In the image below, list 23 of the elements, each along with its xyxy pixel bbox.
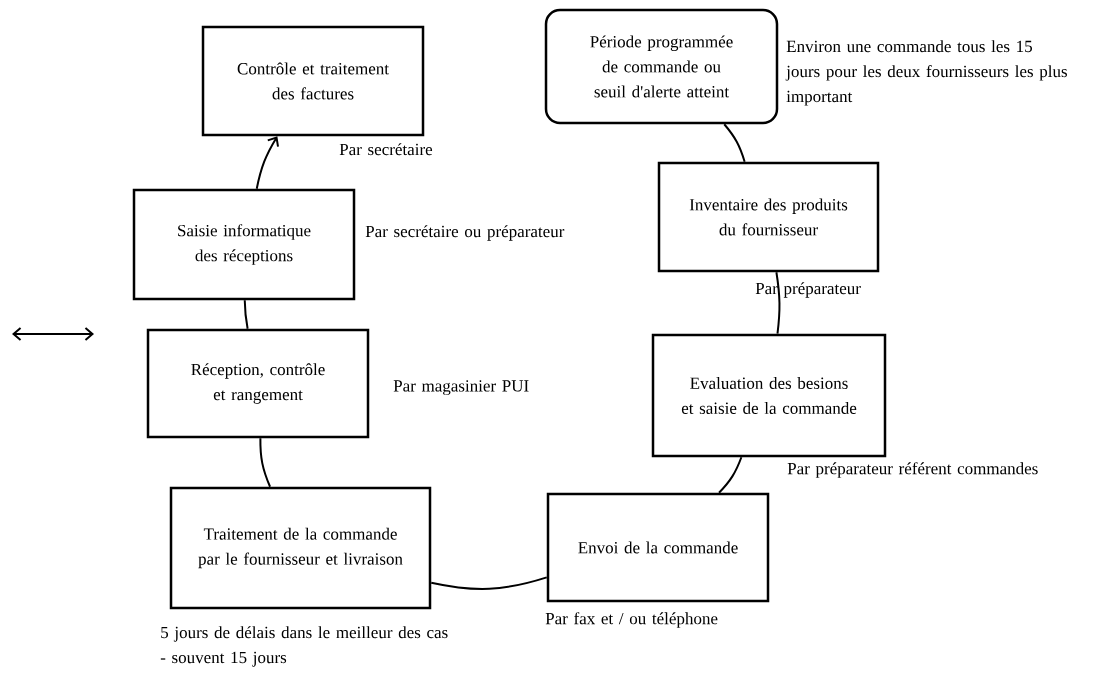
note: Par magasinier PUI [393,380,529,396]
process-box: Inventaire des produits du fournisseur [657,161,880,273]
connector [718,456,743,494]
process-box: Evaluation des besions et saisie de la commande [651,333,887,458]
note: Par fax et / ou téléphone [545,612,718,628]
rounded-box: Période programmée de commande ou seuil d'alerte atteint [544,8,779,125]
connector [259,437,272,488]
note: Par secrétaire ou préparateur [365,225,565,241]
note: Par préparateur [755,282,861,298]
connector [243,299,249,330]
connector [723,123,746,163]
process-box: Saisie informatique des réceptions [132,188,356,301]
process-box: Envoi de la commande [546,492,770,603]
note: Par préparateur référent commandes [787,462,1038,478]
note: 5 jours de délais dans le meilleur des cas - souvent 15 jours [160,626,448,667]
process-box: Traitement de la commande par le fournisseur et livraison [169,486,432,610]
connector [430,576,548,590]
note: Environ une commande tous les 15 jours pour les deux fournisseurs les plus important [785,40,1067,106]
process-box: Réception, contrôle et rangement [146,328,370,439]
note: Par secrétaire [339,143,433,156]
process-box: Contrôle et traitement des factures [201,25,425,137]
connector [775,271,781,335]
connector [255,136,279,190]
